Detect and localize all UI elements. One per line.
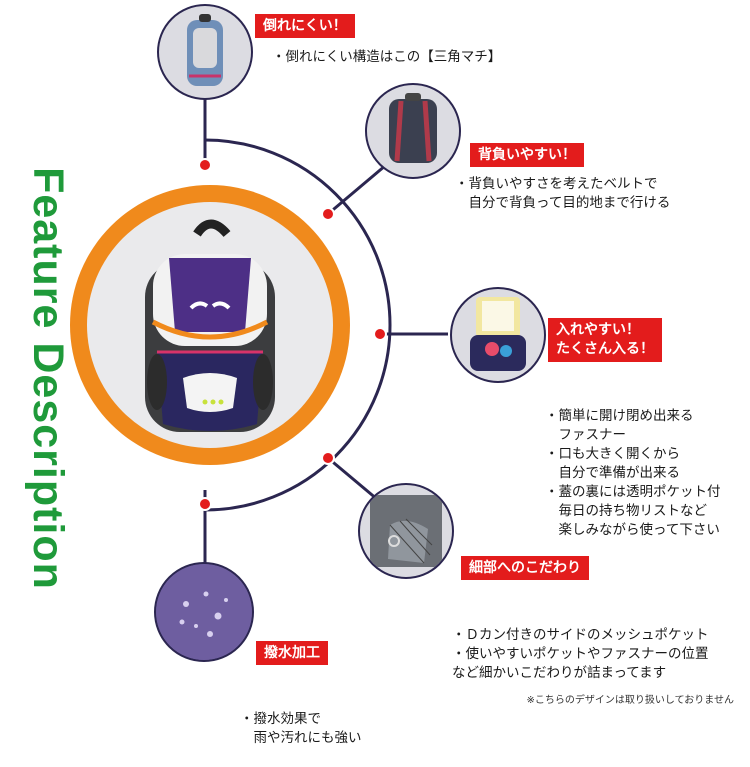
side-title: Feature Description: [23, 166, 72, 590]
water-repellent-photo: [154, 562, 254, 662]
connector-graphic: [198, 92, 448, 580]
design-notice: ※こちらのデザインは取り扱いしておりません: [526, 695, 734, 706]
easy-packing-photo: [450, 287, 546, 383]
feature-desc-details: ・Ｄカン付きのサイドのメッシュポケット・使いやすいポケットやファスナーの位置など…: [452, 627, 709, 681]
feature-desc-tip-resistant: ・倒れにくい構造はこの【三角マチ】: [272, 49, 502, 65]
feature-label-details: 細部へのこだわり: [461, 556, 589, 580]
tip-resistant-photo: [157, 4, 253, 100]
feature-desc-easy-packing: ・簡単に開け閉め出来る ファスナー・口も大きく開くから 自分で準備が出来る・蓋の…: [545, 408, 721, 538]
backpack-photo: [87, 202, 333, 448]
main-product-hub: [70, 185, 350, 465]
feature-desc-water-repellent: ・撥水効果で 雨や汚れにも強い: [240, 711, 362, 746]
feature-label-tip-resistant: 倒れにくい！: [255, 14, 355, 38]
feature-label-easy-to-carry: 背負いやすい！: [470, 143, 584, 167]
feature-label-easy-packing: 入れやすい！たくさん入る！: [548, 318, 662, 362]
easy-to-carry-photo: [365, 83, 461, 179]
details-photo: [358, 483, 454, 579]
feature-desc-easy-to-carry: ・背負いやすさを考えたベルトで 自分で背負って目的地まで行ける: [455, 176, 671, 211]
feature-label-water-repellent: 撥水加工: [256, 641, 328, 665]
